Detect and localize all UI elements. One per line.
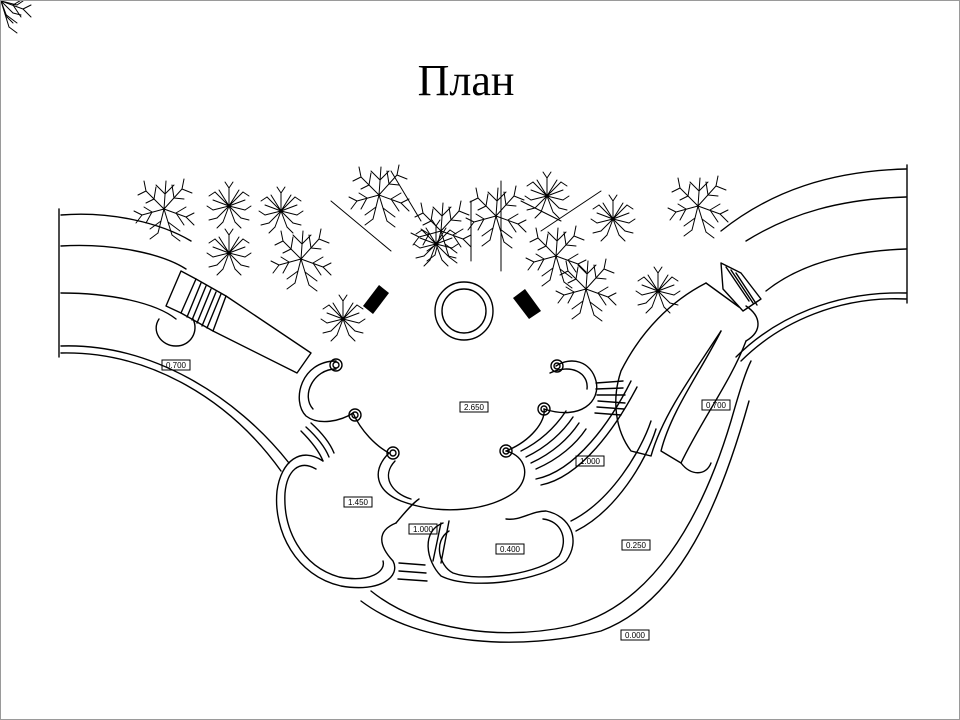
central-plaza: [298, 358, 598, 511]
tree-canopy: [1, 1, 729, 342]
elevation-label: 0.000: [625, 631, 646, 640]
elevation-label: 2.650: [464, 403, 485, 412]
elevation-label: 0.700: [166, 361, 187, 370]
left-stair-block: [155, 270, 312, 374]
lower-right-terrace: [570, 420, 657, 532]
lower-center-terrace: [427, 510, 574, 584]
elevation-label: 1.450: [348, 498, 369, 507]
right-stair-block: [615, 262, 762, 474]
plaza-steps: [300, 380, 638, 486]
left-promenade: [58, 208, 290, 472]
benches: [363, 285, 541, 319]
elevation-label: 1.000: [580, 457, 601, 466]
fountain: [434, 281, 494, 341]
elevation-label: 0.400: [500, 545, 521, 554]
lower-left-terrace: [275, 454, 428, 589]
elevation-label: 0.250: [626, 541, 647, 550]
elevation-label: 1.000: [413, 525, 434, 534]
elevation-markers: [161, 359, 731, 641]
outer-basin: [360, 360, 752, 643]
page-title: План: [417, 56, 515, 105]
right-promenade: [720, 164, 908, 362]
elevation-label: 0.700: [706, 401, 727, 410]
